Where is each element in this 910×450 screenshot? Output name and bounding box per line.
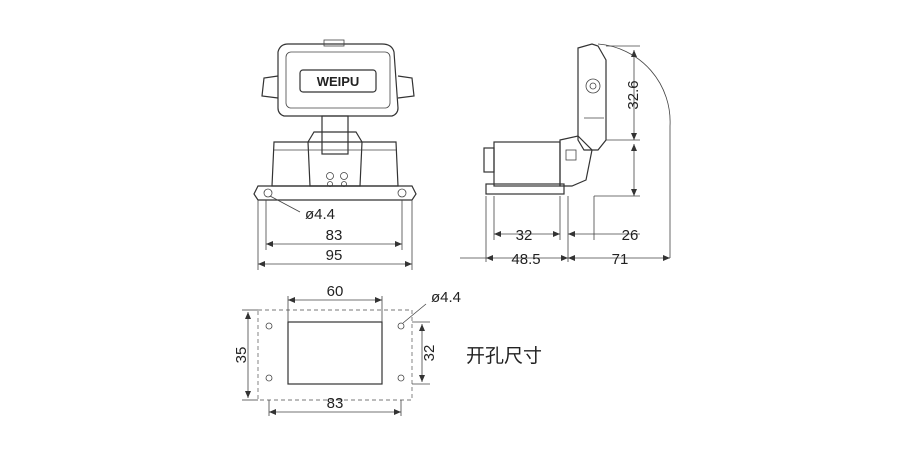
cutout-title: 开孔尺寸 xyxy=(466,345,542,367)
side-cable-stub xyxy=(483,147,495,173)
hole-leader xyxy=(269,195,301,213)
cutout-hole-bl xyxy=(265,374,273,382)
dim-32-6-label: 32.6 xyxy=(625,80,642,109)
cover-top-tab xyxy=(323,39,345,47)
screw-1 xyxy=(326,172,334,180)
front-lever xyxy=(321,115,349,155)
logo-band xyxy=(299,69,377,93)
side-lever xyxy=(559,135,593,187)
dim-35-label: 35 xyxy=(233,347,250,364)
side-lid-knob-inner xyxy=(589,82,597,90)
cutout-hole-br xyxy=(397,374,405,382)
front-cover-outline xyxy=(277,43,399,117)
dim-83b-label: 83 xyxy=(327,395,344,412)
dim-26-label: 26 xyxy=(622,227,639,244)
flange-hole-right xyxy=(397,188,407,198)
dim-95-label: 95 xyxy=(326,247,343,264)
side-base xyxy=(485,183,565,195)
side-housing xyxy=(493,141,561,187)
dim-60-label: 60 xyxy=(327,283,344,300)
side-lid xyxy=(577,43,607,151)
cutout-footprint xyxy=(257,309,413,401)
front-view: WEIPU ø4.4 83 95 xyxy=(253,39,417,270)
dim-83-label: 83 xyxy=(326,227,343,244)
side-lid-knob xyxy=(585,78,601,94)
flange-hole-left xyxy=(263,188,273,198)
front-housing xyxy=(271,141,399,187)
screw-2 xyxy=(340,172,348,180)
cutout-hole-tr xyxy=(397,322,405,330)
front-cover-inner xyxy=(285,51,391,109)
cutout-rect xyxy=(287,321,383,385)
side-lever-pin xyxy=(565,149,577,161)
front-base-flange xyxy=(253,185,417,201)
side-view: 32.6 32 26 48.5 71 xyxy=(460,43,671,268)
dim-48-5-label: 48.5 xyxy=(511,251,540,268)
cutout-hole-tl xyxy=(265,322,273,330)
cutout-view: 60 ø4.4 35 32 83 开孔尺寸 xyxy=(233,283,542,416)
dim-32b-label: 32 xyxy=(421,345,438,362)
front-hole-label: ø4.4 xyxy=(305,206,335,223)
hole-leader xyxy=(402,303,427,324)
dim-71-label: 71 xyxy=(612,251,629,268)
lid-swing-arc xyxy=(597,43,671,258)
logo-text: WEIPU xyxy=(317,74,360,89)
front-cover-ear-left xyxy=(261,75,279,99)
front-lever-bracket xyxy=(307,131,363,187)
front-cover-ear-right xyxy=(397,75,415,99)
cutout-hole-label: ø4.4 xyxy=(431,289,461,306)
dim-32-label: 32 xyxy=(516,227,533,244)
